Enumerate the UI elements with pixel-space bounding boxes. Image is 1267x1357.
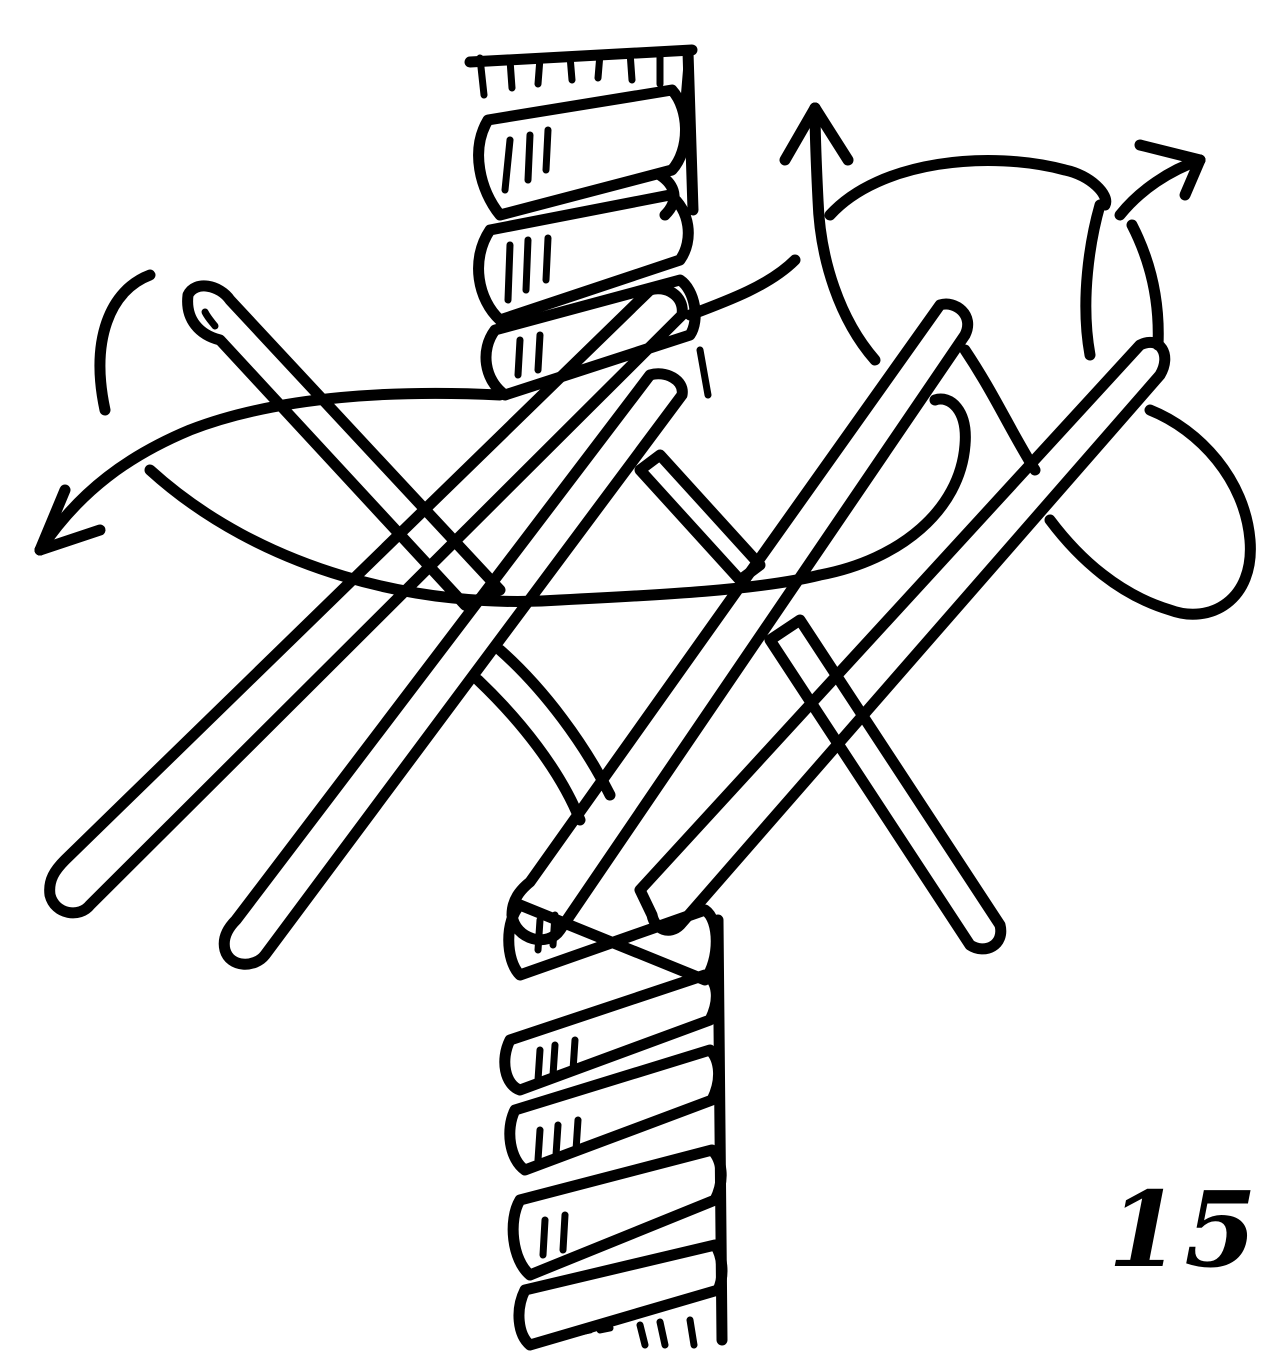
stick-3 bbox=[224, 374, 682, 965]
rope-bottom bbox=[505, 905, 722, 1345]
stick-4 bbox=[640, 455, 760, 580]
arrow-up bbox=[785, 108, 875, 360]
figure-number: 15 bbox=[1108, 1178, 1267, 1282]
arrow-right bbox=[1120, 145, 1200, 215]
stick-1 bbox=[188, 286, 500, 605]
